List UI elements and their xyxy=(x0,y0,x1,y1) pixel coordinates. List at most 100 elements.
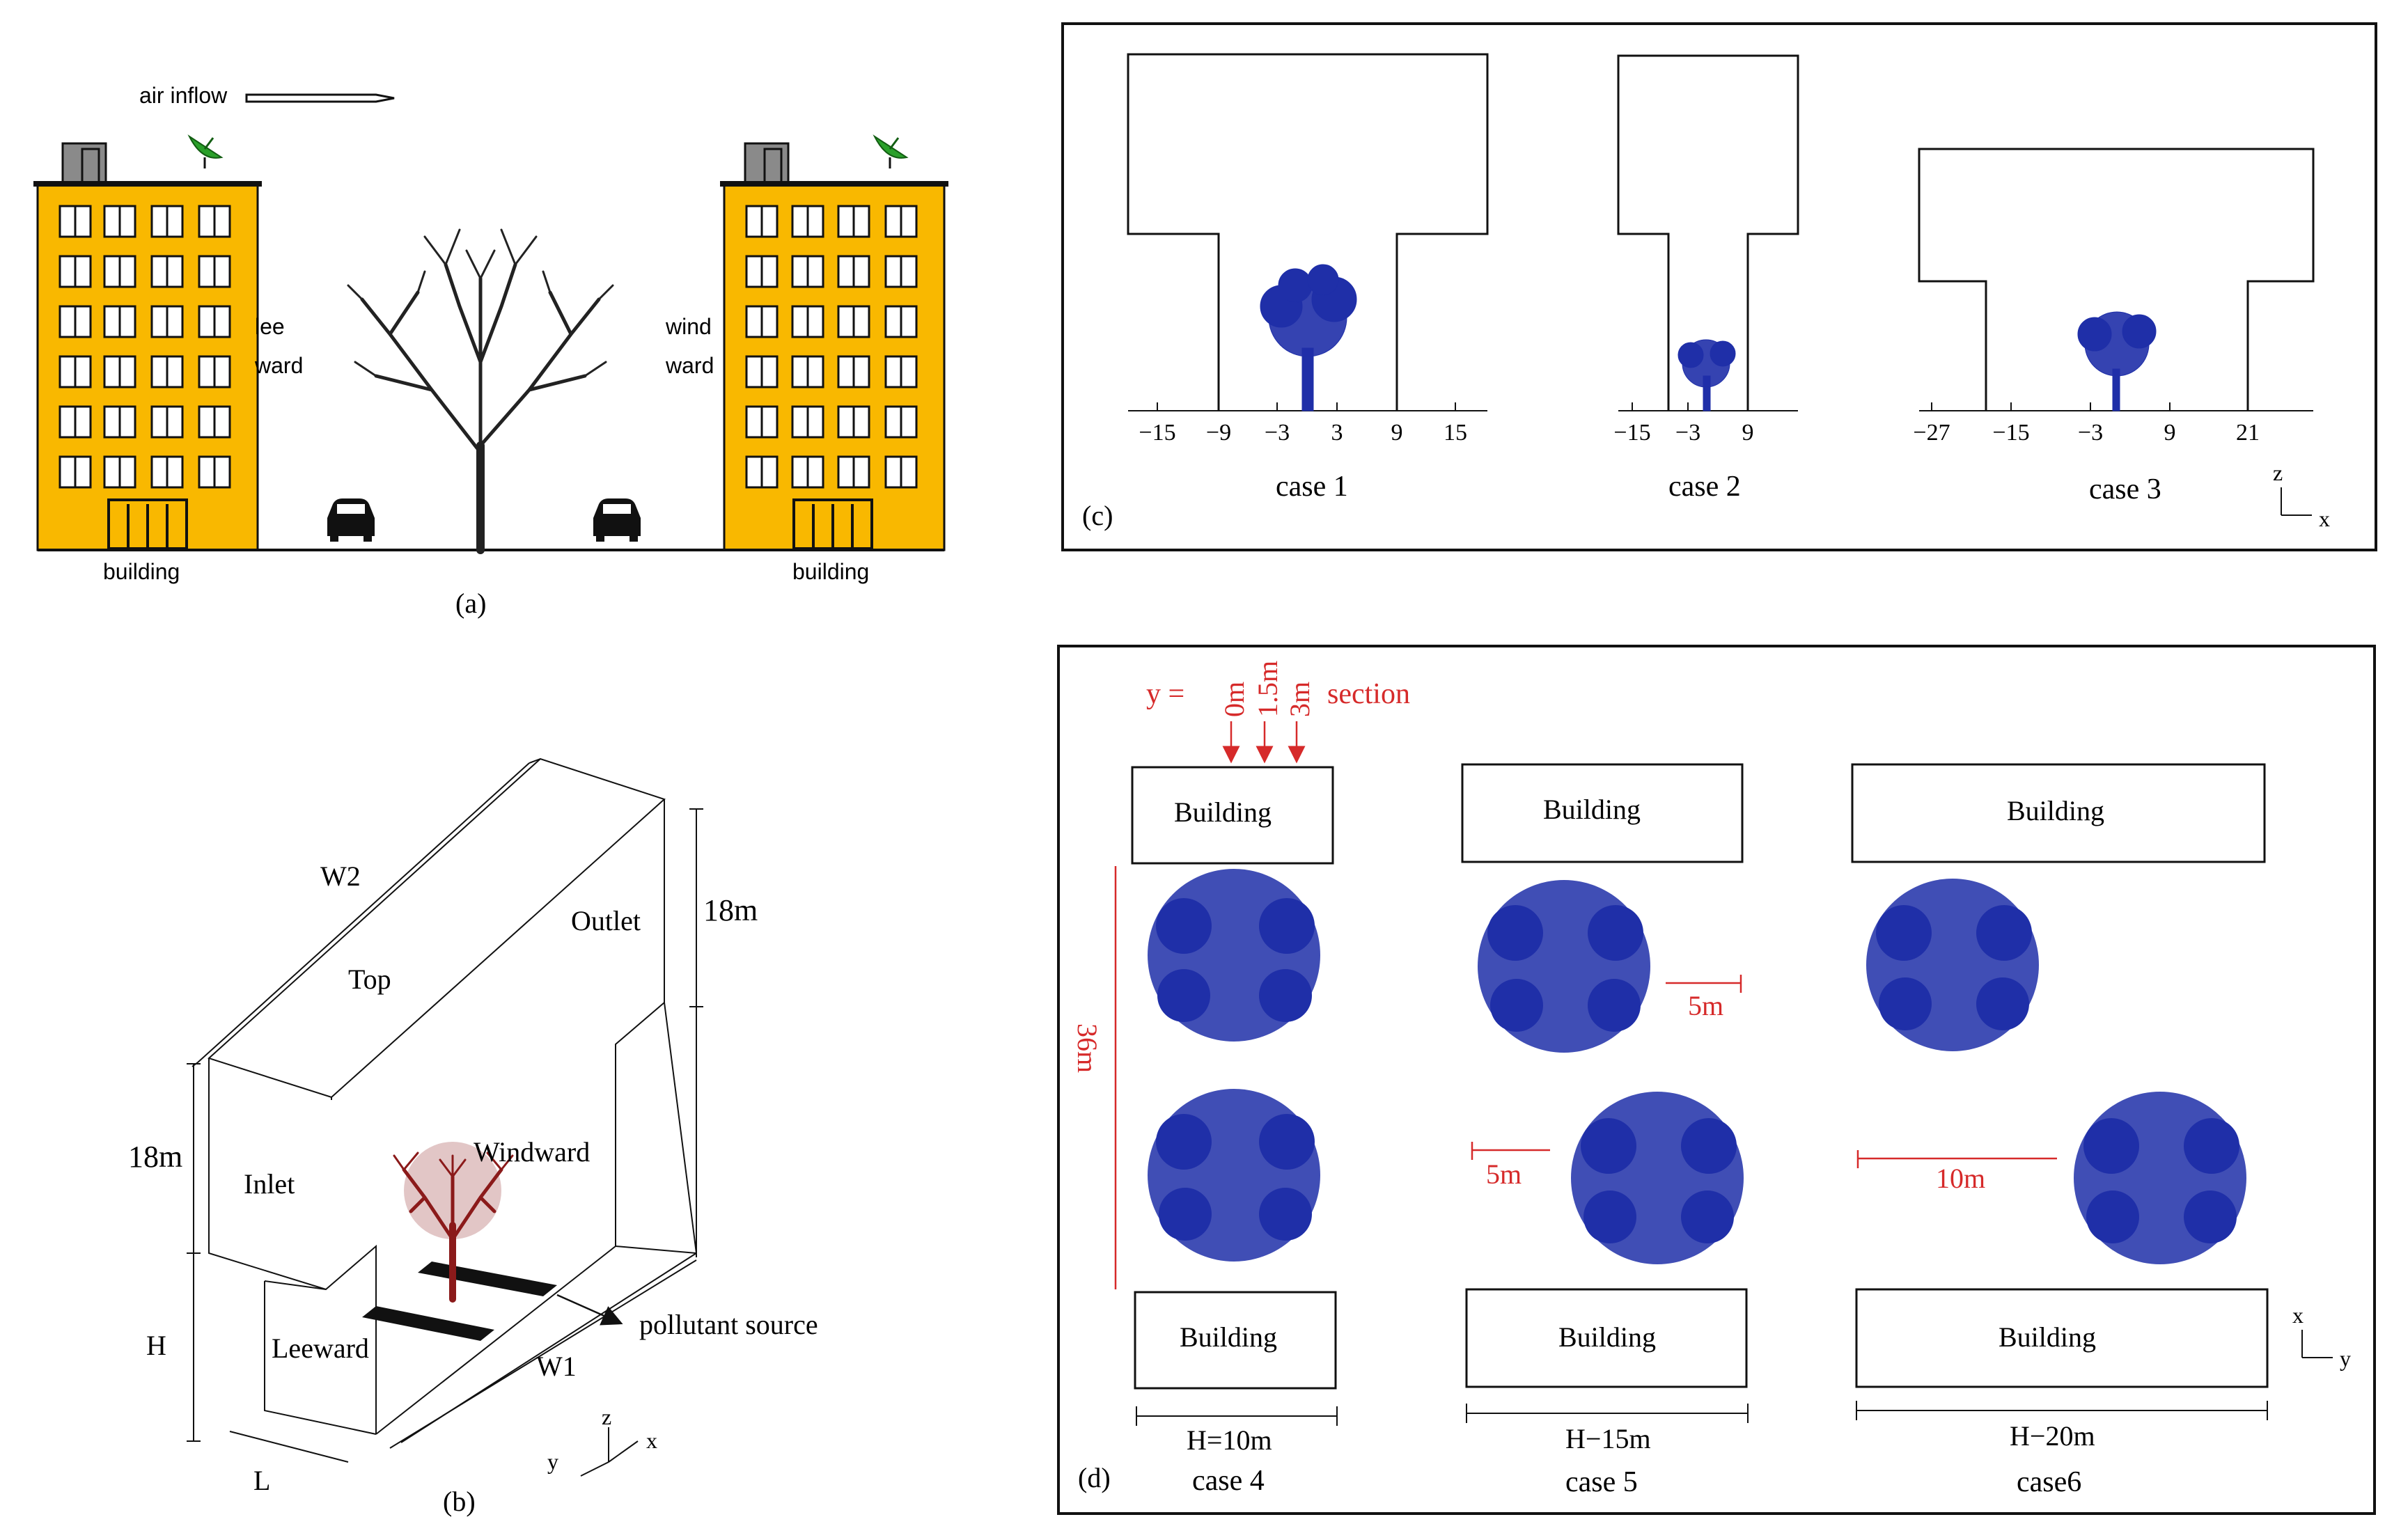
top-label: Top xyxy=(348,964,391,995)
building-top-case5 xyxy=(1461,763,1744,863)
left-building xyxy=(32,135,263,551)
building-top-case5-label: Building xyxy=(1543,794,1641,825)
satellite-dish-icon-2 xyxy=(873,135,908,170)
axes-icon-b xyxy=(580,1427,639,1477)
building-bottom-case4 xyxy=(1134,1291,1337,1390)
case3-tick-label: 9 xyxy=(2164,420,2176,446)
section-0m-label: 0m xyxy=(1219,682,1250,717)
panel-c-caption: (c) xyxy=(1082,500,1113,531)
axes-icon-d xyxy=(2301,1330,2333,1358)
panel-a: air inflow lee xyxy=(32,83,950,619)
axis-x-d: x xyxy=(2292,1303,2304,1328)
axis-x-c: x xyxy=(2319,506,2330,531)
case1-tick-label: 9 xyxy=(1391,420,1403,446)
case3-label: case 3 xyxy=(2089,473,2161,505)
case1-tree-icon xyxy=(1260,264,1357,411)
case2-tree-icon xyxy=(1677,339,1736,411)
building-bottom-case4-label: Building xyxy=(1180,1321,1277,1353)
panel-d-caption: (d) xyxy=(1078,1462,1111,1493)
case1-label: case 1 xyxy=(1276,471,1348,503)
tree-crown-icon-3 xyxy=(1478,880,1650,1053)
ward-label-1: ward xyxy=(254,353,303,378)
leeward-label: Leeward xyxy=(272,1333,369,1364)
axis-z-b: z xyxy=(602,1404,611,1429)
case1-tick-label: −3 xyxy=(1265,420,1290,446)
panel-b-caption: (b) xyxy=(443,1486,476,1517)
axis-y-d: y xyxy=(2340,1346,2351,1371)
building-bottom-case5 xyxy=(1465,1288,1748,1388)
building-top-case6 xyxy=(1851,763,2266,863)
case5-label: case 5 xyxy=(1565,1466,1638,1498)
building-bottom-case5-label: Building xyxy=(1558,1321,1656,1353)
axis-x-b: x xyxy=(646,1428,657,1453)
air-inflow-arrow-icon xyxy=(245,93,395,103)
panel-c: case 1 case 2 case 3 −15 −9 −3 3 9 15 −15 −3 9 −2… xyxy=(1061,22,2377,551)
h-label: H xyxy=(146,1330,166,1361)
windward-label: Windward xyxy=(474,1136,590,1168)
panel-a-caption: (a) xyxy=(455,588,486,619)
dim-5m-label-1: 5m xyxy=(1688,990,1723,1021)
wind-label: wind xyxy=(665,314,712,339)
case3-tree-icon xyxy=(2077,311,2157,411)
h-15m-label: H−15m xyxy=(1565,1423,1651,1454)
inlet-label: Inlet xyxy=(244,1168,295,1200)
air-inflow-label: air inflow xyxy=(139,83,228,108)
case3-tick-label: 21 xyxy=(2236,420,2260,446)
car-icon-left xyxy=(327,498,375,542)
case2-label: case 2 xyxy=(1668,471,1741,503)
section-3m-label: 3m xyxy=(1284,682,1315,717)
tree-crown-icon-6 xyxy=(2074,1092,2246,1264)
tree-crowns xyxy=(1148,869,2246,1264)
axis-z-c: z xyxy=(2273,460,2283,485)
case2-tick-label: −15 xyxy=(1613,420,1650,446)
case1-tick-label: 3 xyxy=(1331,420,1343,446)
building-top-case4 xyxy=(1131,766,1334,865)
bare-tree-icon xyxy=(347,228,614,554)
axes-icon-c xyxy=(2281,487,2312,516)
case6-label: case6 xyxy=(2017,1466,2081,1498)
red-tree-icon xyxy=(393,1142,514,1303)
building-bottom-case6-label: Building xyxy=(1999,1321,2096,1353)
dim-10m-label: 10m xyxy=(1936,1163,1985,1194)
car-icon-right xyxy=(593,498,641,542)
w1-label: W1 xyxy=(536,1351,577,1382)
building-bottom-case6 xyxy=(1855,1288,2269,1388)
lee-label: lee xyxy=(255,314,285,339)
tree-crown-icon-5 xyxy=(1866,879,2039,1051)
axis-y-b: y xyxy=(547,1449,558,1474)
ward-label-2: ward xyxy=(665,353,714,378)
case3-tick-label: −27 xyxy=(1913,420,1950,446)
panel-c-frame xyxy=(1061,22,2377,551)
panel-d-frame xyxy=(1057,645,2376,1515)
case1-tick-label: −9 xyxy=(1206,420,1231,446)
h-20m-label: H−20m xyxy=(2010,1420,2095,1452)
right-building xyxy=(719,135,950,551)
outlet-label: Outlet xyxy=(571,905,641,936)
h-10m-label: H=10m xyxy=(1187,1424,1272,1456)
case2-tick-label: 9 xyxy=(1742,420,1754,446)
right-building-door-icon xyxy=(792,498,873,550)
building-top-case6-label: Building xyxy=(2007,795,2104,826)
panel-d: y = 0m 1.5m 3m section Building Building… xyxy=(1057,645,2376,1515)
l-label: L xyxy=(253,1465,270,1496)
case2-tick-label: −3 xyxy=(1675,420,1700,446)
tree-crown-icon-1 xyxy=(1148,869,1320,1042)
pollutant-label: pollutant source xyxy=(639,1309,818,1340)
section-1-5m-label: 1.5m xyxy=(1252,661,1283,717)
case1-tick-label: 15 xyxy=(1444,420,1467,446)
satellite-dish-icon xyxy=(188,135,223,170)
section-label: section xyxy=(1327,678,1410,710)
building-label-right: building xyxy=(792,559,869,584)
panel-b: W2 Top Outlet 18m 18m Inlet Windward H L… xyxy=(128,757,818,1517)
dim-5m-label-2: 5m xyxy=(1486,1158,1522,1190)
height-left-label: 18m xyxy=(128,1140,182,1174)
left-building-door-icon xyxy=(107,498,188,550)
building-label-left: building xyxy=(103,559,180,584)
dist-36m-label: 36m xyxy=(1072,1023,1103,1073)
pollutant-source-bar-2 xyxy=(362,1306,494,1341)
y-equals-label: y = xyxy=(1146,678,1184,710)
pollutant-source-bar-1 xyxy=(418,1262,557,1296)
case3-tick-label: −15 xyxy=(1992,420,2029,446)
height-upper-label: 18m xyxy=(703,893,758,927)
